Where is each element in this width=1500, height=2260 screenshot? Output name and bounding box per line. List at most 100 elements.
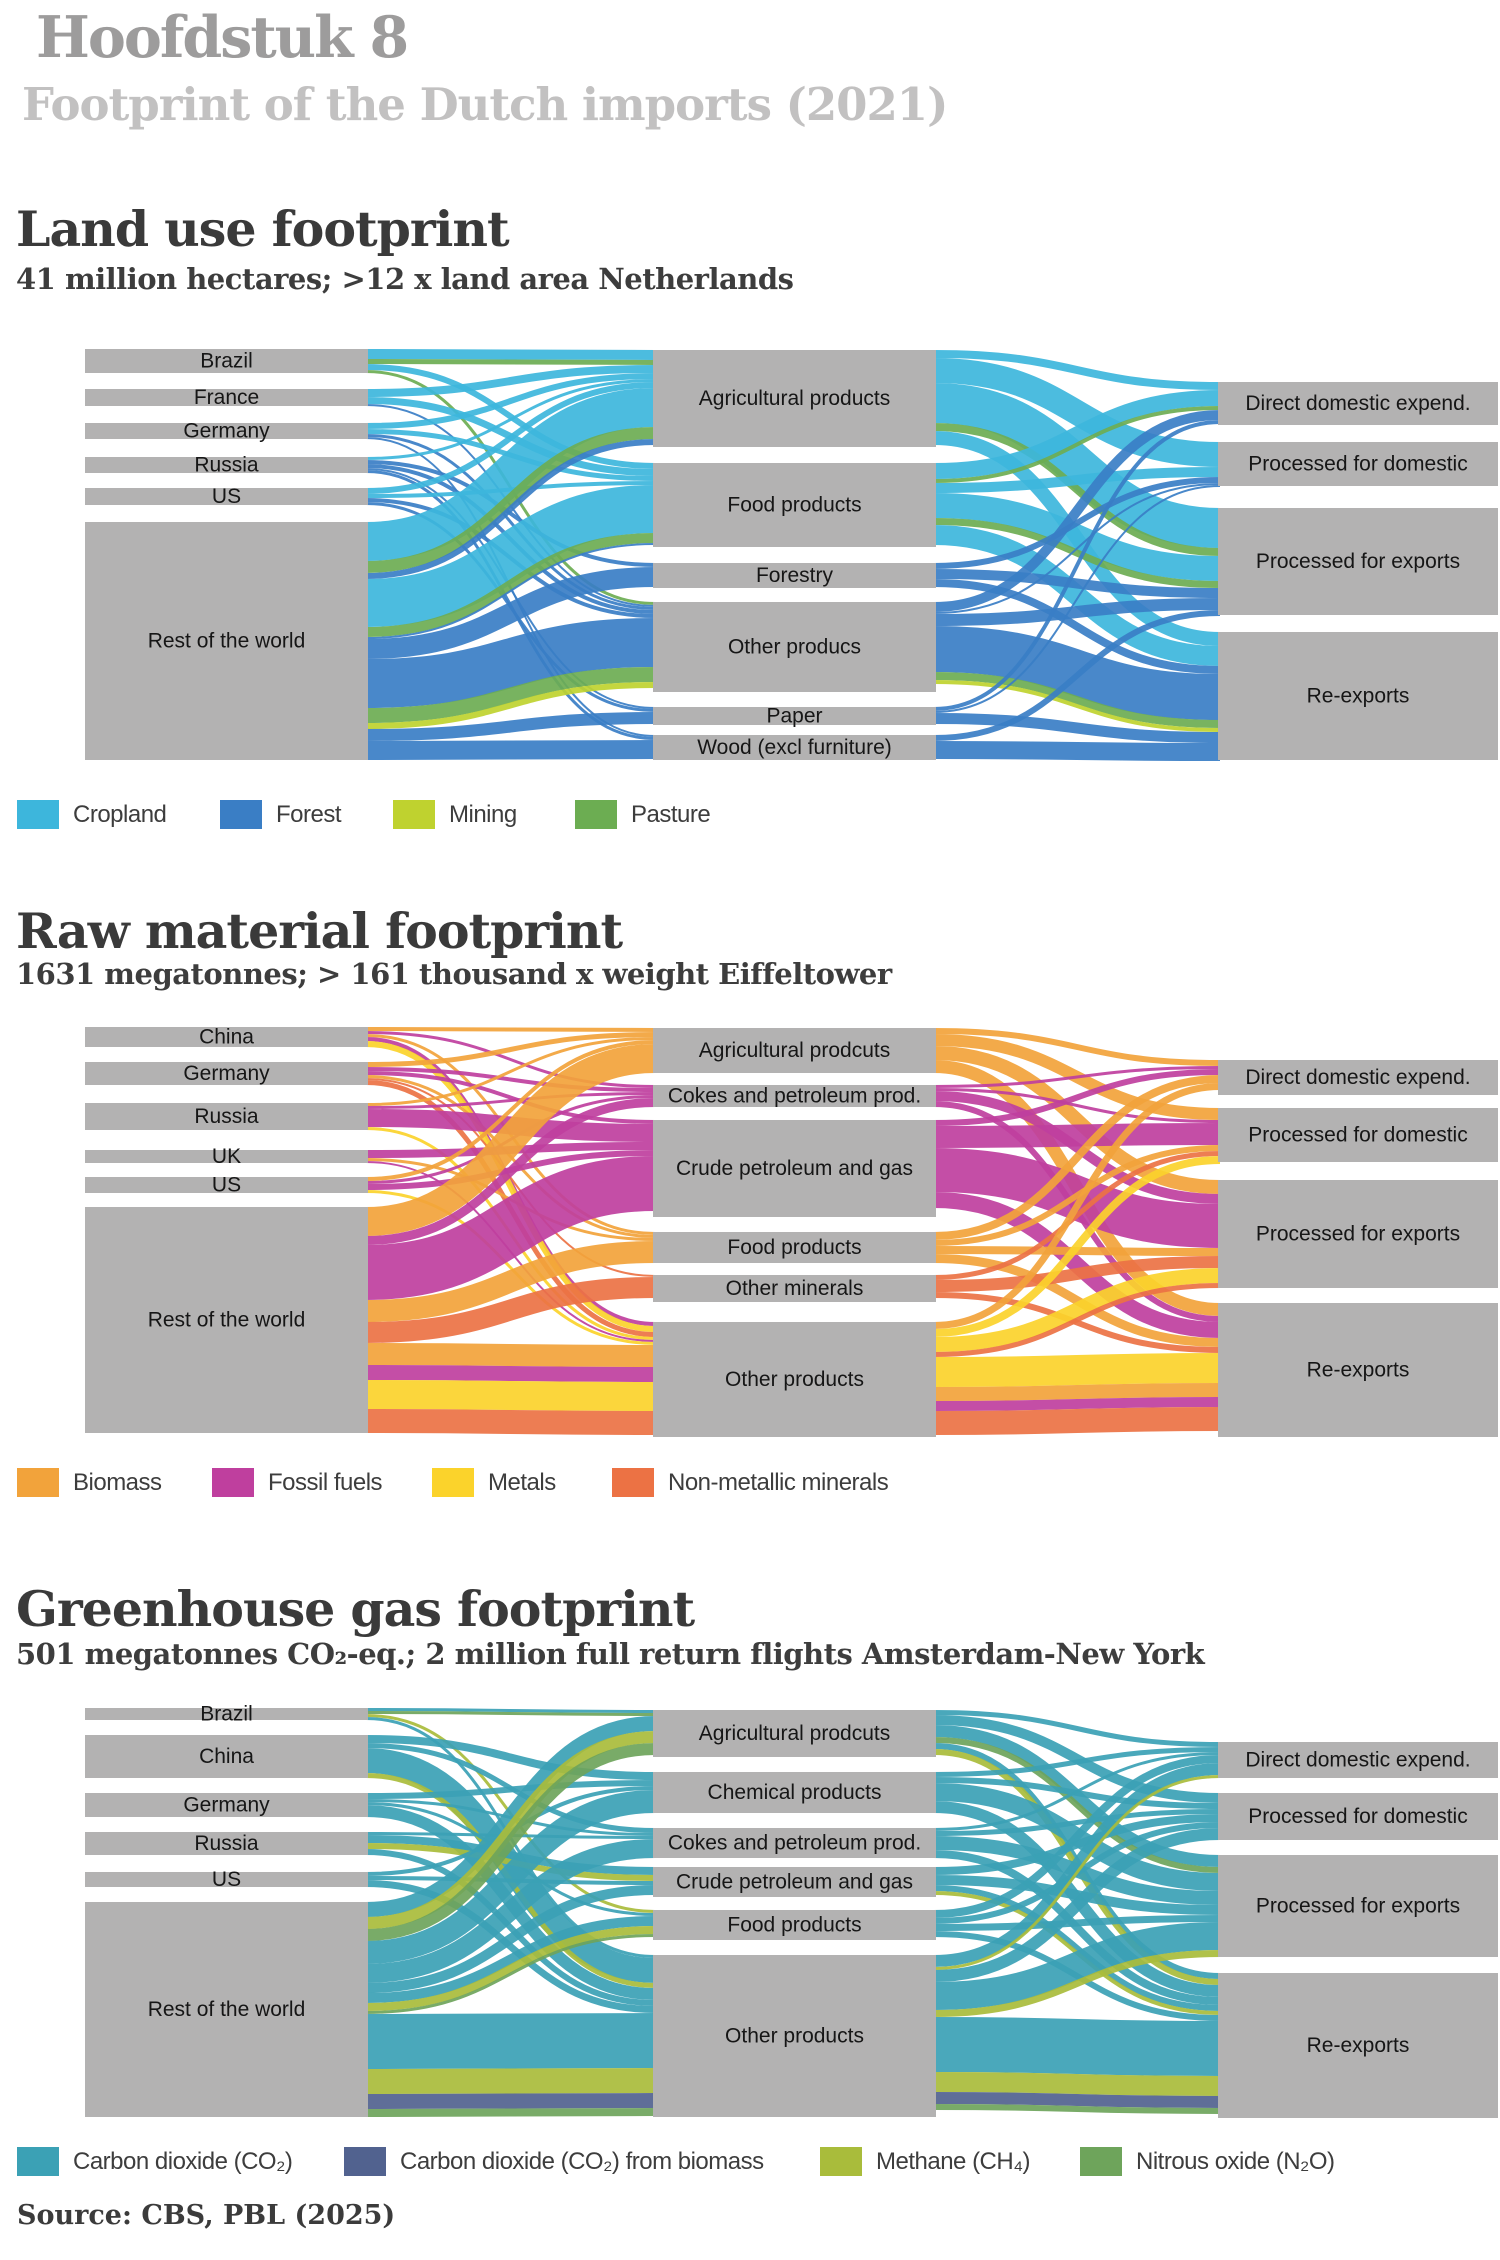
sankey-flow — [933, 420, 1221, 711]
sankey-node-label: US — [212, 1868, 241, 1891]
sankey-node-label: Crude petroleum and gas — [676, 1157, 913, 1180]
sankey-flow — [365, 364, 656, 469]
sankey-flow — [933, 358, 1221, 467]
sankey-flow — [365, 485, 656, 627]
sankey-node — [1218, 1303, 1498, 1437]
sankey-node-label: Brazil — [200, 1703, 253, 1726]
sankey-flow — [933, 1254, 1221, 1347]
sankey-node — [85, 488, 368, 505]
sankey-flow — [933, 1397, 1221, 1411]
sankey-node-label: Processed for exports — [1256, 1895, 1460, 1918]
sankey-flow — [933, 423, 1221, 556]
sankey-flow — [933, 598, 1221, 626]
legend-item-metals: Metals — [432, 1468, 556, 1497]
section-3-title: Greenhouse gas footprint — [16, 1580, 695, 1638]
legend-swatch-biomass — [17, 1468, 59, 1497]
sankey-flow — [365, 1040, 656, 1181]
sankey-flow — [933, 493, 1221, 581]
sankey-flow — [933, 1192, 1221, 1338]
sankey-flow — [365, 1731, 656, 1929]
sankey-node — [85, 457, 368, 473]
sankey-flow — [365, 1880, 656, 2013]
sankey-flow — [933, 1915, 1221, 1931]
legend-item-biomass: Biomass — [17, 1468, 162, 1497]
sankey-node — [1218, 1973, 1498, 2118]
sankey-node-label: China — [199, 1026, 254, 1049]
sankey-flow — [933, 2104, 1221, 2114]
sankey-flow — [365, 388, 656, 561]
sankey-flow — [933, 1875, 1221, 1915]
sankey-node-label: Chemical products — [708, 1781, 882, 1804]
sankey-flow — [933, 1715, 1221, 1803]
sankey-node-label: Russia — [194, 1105, 259, 1128]
sankey-node-label: Agricultural products — [699, 387, 890, 410]
sankey-flow — [933, 1088, 1221, 1123]
sankey-flow — [933, 1752, 1221, 1831]
sankey-flow — [365, 1934, 656, 2014]
legend-label-mining: Mining — [449, 800, 517, 828]
sankey-flow — [933, 2017, 1221, 2076]
sankey-flow — [365, 1037, 656, 1106]
sankey-node — [85, 349, 368, 373]
sankey-node-label: Other products — [725, 1368, 864, 1391]
sankey-flow — [933, 672, 1221, 728]
sankey-flow — [933, 579, 1221, 674]
sankey-flow — [933, 1083, 1221, 1329]
legend-swatch-fossil — [212, 1468, 254, 1497]
sankey-node — [653, 602, 936, 692]
sankey-node — [85, 423, 368, 439]
sankey-flow — [365, 1916, 656, 2003]
sankey-flow — [933, 477, 1221, 569]
sankey-flow — [933, 1407, 1221, 1435]
sankey-flow — [933, 410, 1221, 612]
sankey-node — [1218, 632, 1498, 760]
sankey-flow — [365, 712, 656, 741]
sankey-flow — [365, 543, 656, 639]
sankey-flow — [365, 2068, 656, 2094]
sankey-flow — [933, 1814, 1221, 1875]
sankey-flow — [933, 1922, 1221, 2010]
sankey-flow — [365, 1708, 656, 1713]
section-2-subtitle: 1631 megatonnes; > 161 thousand x weight… — [16, 957, 892, 991]
sankey-flow — [933, 406, 1221, 483]
sankey-node-label: Other minerals — [726, 1277, 864, 1300]
sankey-flow — [933, 1383, 1221, 1401]
legend-item-mining: Mining — [393, 800, 517, 829]
sankey-flow — [933, 2072, 1221, 2096]
sankey-node-label: France — [194, 386, 259, 409]
legend-label-n2o: Nitrous oxide (N₂O) — [1136, 2147, 1335, 2175]
sankey-node — [1218, 1180, 1498, 1288]
sankey-flow — [933, 1950, 1221, 2017]
sankey-flow — [933, 1123, 1221, 1148]
sankey-flow — [365, 373, 656, 429]
sankey-flow — [365, 382, 656, 494]
sankey-flow — [365, 1849, 656, 2006]
legend-label-pasture: Pasture — [631, 800, 711, 828]
sankey-flow — [365, 682, 656, 729]
sankey-flow — [933, 1268, 1221, 1352]
sankey-node — [85, 1207, 368, 1433]
sankey-node-label: Cokes and petroleum prod. — [668, 1832, 921, 1855]
sankey-node — [85, 1902, 368, 2117]
legend-label-ch4: Methane (CH₄) — [876, 2147, 1031, 2175]
sankey-node — [85, 1177, 368, 1193]
sankey-flow — [933, 1828, 1221, 1982]
sankey-node — [653, 563, 936, 588]
legend-label-fossil: Fossil fuels — [268, 1468, 383, 1496]
sankey-node — [1218, 1793, 1498, 1840]
sankey-node-label: Food products — [727, 1914, 861, 1937]
legend-swatch-cropland — [17, 800, 59, 829]
sankey-node — [1218, 1060, 1498, 1095]
sankey-flow — [365, 1790, 656, 1964]
sankey-flow — [933, 390, 1221, 479]
legend-label-forest: Forest — [276, 800, 342, 828]
sankey-flow — [365, 1031, 656, 1088]
section-3-subtitle: 501 megatonnes CO₂-eq.; 2 million full r… — [16, 1637, 1205, 1671]
sankey-node-label: Re-exports — [1307, 1359, 1410, 1382]
page-title: Hoofdstuk 8 — [36, 4, 409, 71]
sankey-flow — [933, 383, 1221, 548]
legend-swatch-nonmetal — [612, 1468, 654, 1497]
legend-swatch-metals — [432, 1468, 474, 1497]
sankey-flow — [365, 1716, 656, 1917]
